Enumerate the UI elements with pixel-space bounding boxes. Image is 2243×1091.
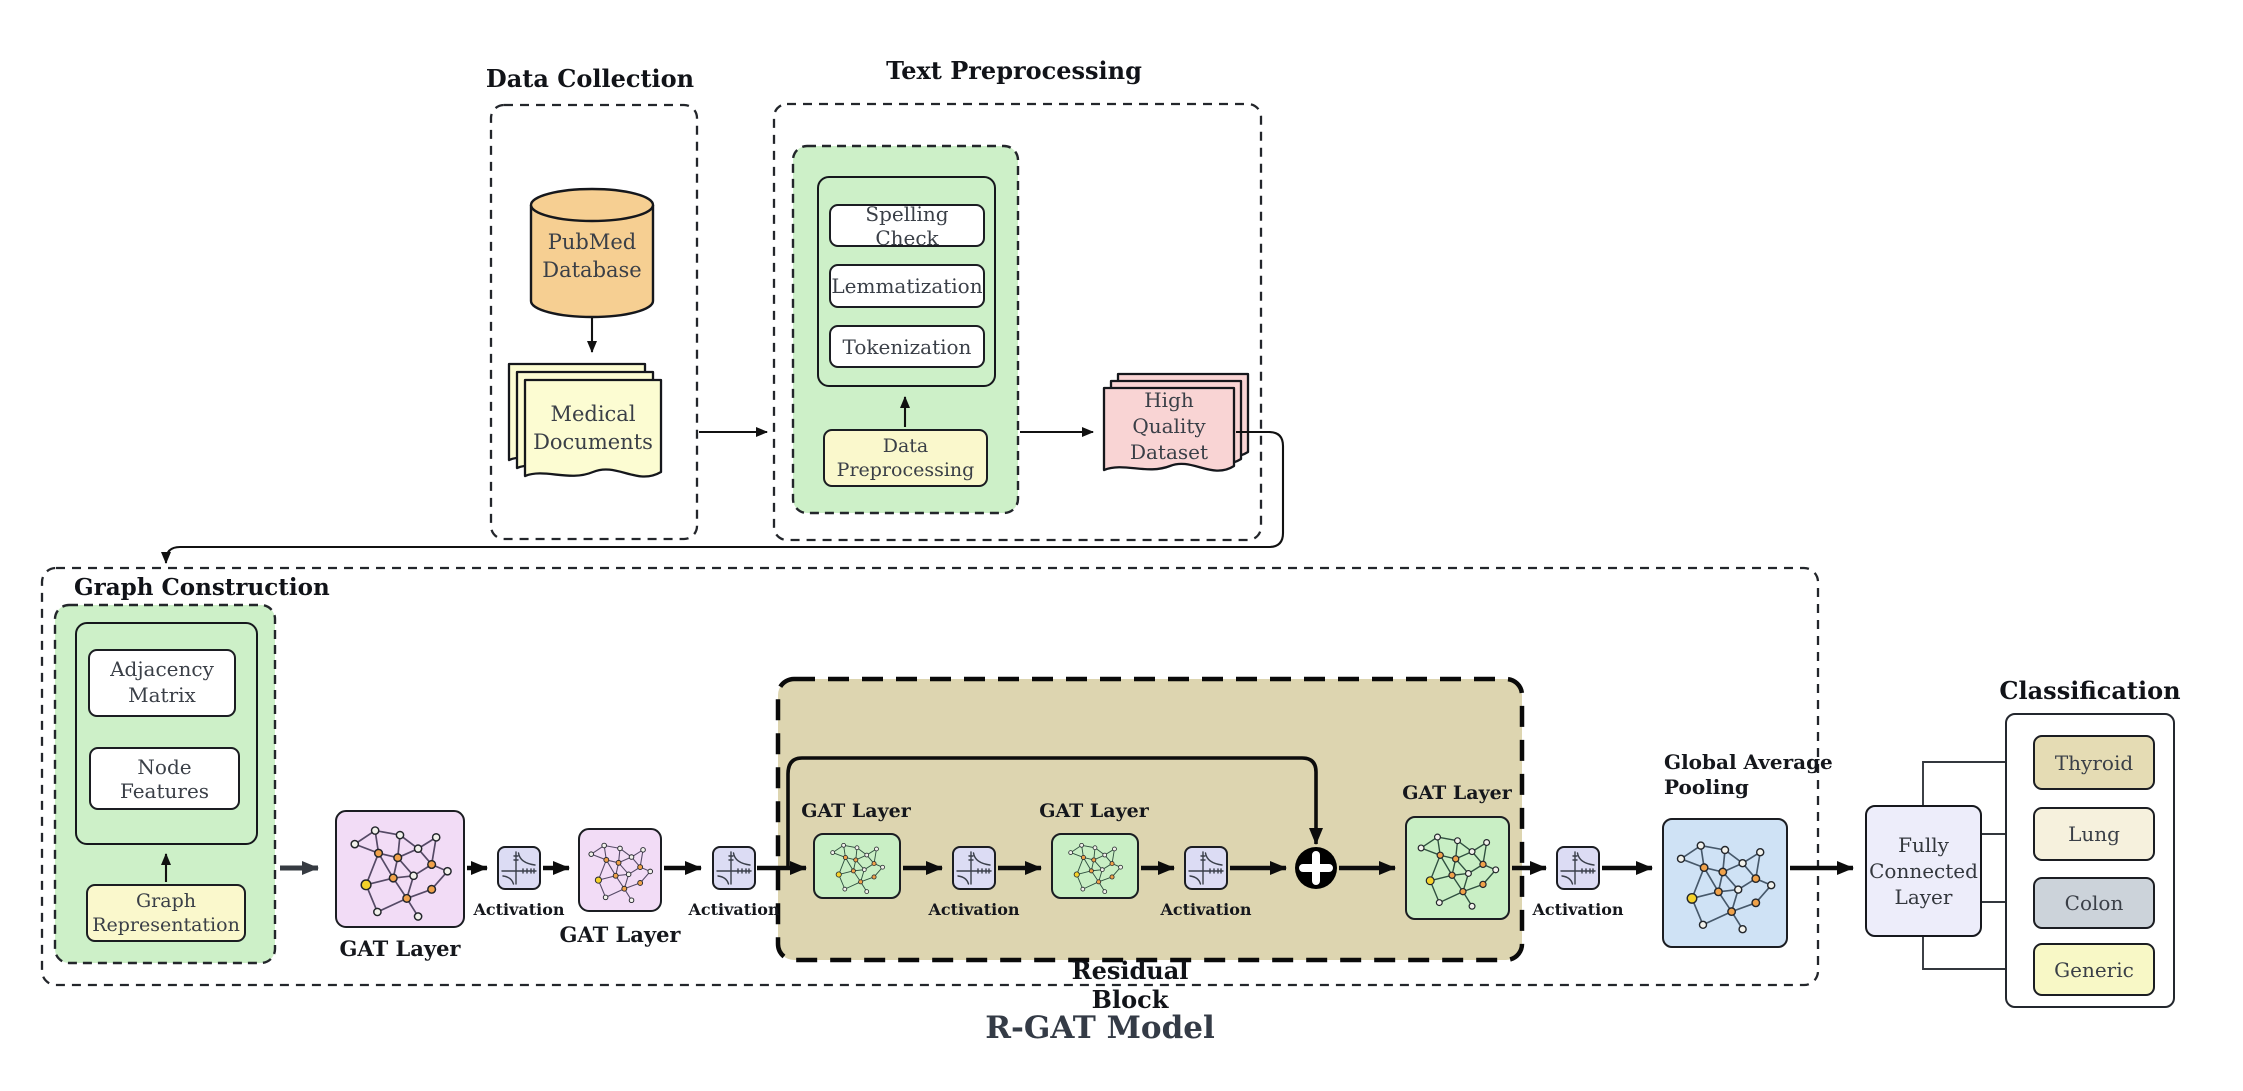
medical-documents-label: Medical Documents xyxy=(533,402,653,454)
graph-network-icon xyxy=(815,835,899,897)
graph-network-icon xyxy=(1053,835,1137,897)
node-features-box: Node Features xyxy=(89,747,240,810)
residual-add-icon xyxy=(1295,847,1337,889)
text-preprocessing-box xyxy=(772,102,1263,542)
activation-curve-icon xyxy=(714,848,754,888)
output-activation-box xyxy=(1556,846,1600,890)
activation-curve-icon xyxy=(1558,848,1598,888)
class-generic-box: Generic xyxy=(2033,943,2155,996)
residual-activation-a-label: Activation xyxy=(928,900,1020,919)
rgat-model-box xyxy=(40,566,1820,987)
graph-network-icon xyxy=(580,830,660,910)
gat-layer-2-box xyxy=(578,828,662,912)
residual-activation-a-box xyxy=(952,846,996,890)
residual-gat-c-box xyxy=(1405,816,1510,920)
global-average-pooling-box xyxy=(1662,818,1788,948)
residual-gat-c-label: GAT Layer xyxy=(1402,782,1512,804)
database-cylinder-icon xyxy=(529,187,655,319)
text-preprocessing-title: Text Preprocessing xyxy=(886,56,1142,85)
global-average-pooling-label: Global Average Pooling xyxy=(1664,750,1833,799)
high-quality-dataset-label: High Quality Dataset xyxy=(1129,388,1209,464)
residual-activation-b-box xyxy=(1184,846,1228,890)
preprocessing-steps-container xyxy=(817,176,996,387)
rgat-model-title: R-GAT Model xyxy=(985,1010,1215,1046)
graph-inputs-container xyxy=(75,622,258,845)
activation-2-box xyxy=(712,846,756,890)
activation-curve-icon xyxy=(499,848,539,888)
class-lung-box: Lung xyxy=(2033,807,2155,861)
activation-1-box xyxy=(497,846,541,890)
data-preprocessing-box: Data Preprocessing xyxy=(823,429,988,487)
gat-layer-1-label: GAT Layer xyxy=(339,936,461,961)
lemmatization-box: Lemmatization xyxy=(829,264,985,308)
residual-skip-connection xyxy=(786,756,1323,868)
tokenization-box: Tokenization xyxy=(829,325,985,368)
residual-activation-b-label: Activation xyxy=(1160,900,1252,919)
activation-2-label: Activation xyxy=(688,900,780,919)
graph-network-icon xyxy=(1407,818,1508,918)
gat-layer-2-label: GAT Layer xyxy=(559,922,681,947)
flow-arrows-thin xyxy=(161,318,1285,882)
residual-gat-b-label: GAT Layer xyxy=(1039,800,1149,822)
classification-title: Classification xyxy=(1999,676,2181,705)
residual-gat-a-label: GAT Layer xyxy=(801,800,911,822)
data-collection-box xyxy=(489,103,699,541)
graph-construction-title: Graph Construction xyxy=(74,574,330,601)
graph-network-icon xyxy=(1664,820,1786,946)
activation-curve-icon xyxy=(954,848,994,888)
document-stack-icon xyxy=(507,362,663,478)
fully-connected-layer-box: Fully Connected Layer xyxy=(1865,805,1982,937)
pubmed-database-label: PubMed Database xyxy=(542,230,642,282)
graph-network-icon xyxy=(337,812,463,926)
residual-gat-a-box xyxy=(813,833,901,899)
residual-block-title: Residual Block xyxy=(1071,956,1189,1014)
output-activation-label: Activation xyxy=(1532,900,1624,919)
graph-representation-box: Graph Representation xyxy=(86,884,246,942)
document-stack-icon xyxy=(1102,372,1250,472)
class-thyroid-box: Thyroid xyxy=(2033,735,2155,790)
spelling-check-box: Spelling Check xyxy=(829,202,985,250)
data-collection-title: Data Collection xyxy=(485,64,695,93)
residual-gat-b-box xyxy=(1051,833,1139,899)
class-colon-box: Colon xyxy=(2033,877,2155,929)
activation-curve-icon xyxy=(1186,848,1226,888)
activation-1-label: Activation xyxy=(473,900,565,919)
gat-layer-1-box xyxy=(335,810,465,928)
adjacency-matrix-box: Adjacency Matrix xyxy=(88,649,236,717)
